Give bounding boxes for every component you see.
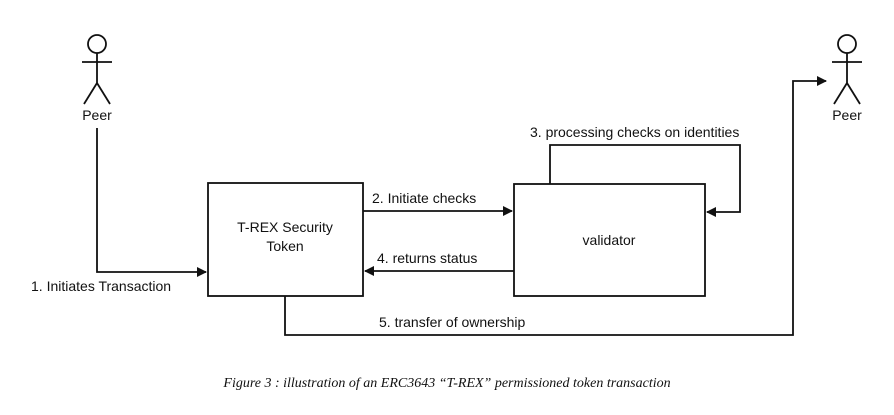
arrow-label-initiate-checks: 2. Initiate checks [372,190,476,206]
peer-right-actor: Peer [832,34,862,123]
trex-token-label-line2: Token [266,238,303,254]
arrow-label-processing-checks: 3. processing checks on identities [530,124,739,140]
peer-left-label: Peer [82,107,112,123]
arrow-returns-status: 4. returns status [364,250,514,276]
stick-figure-icon [832,34,862,105]
arrow-label-transfer-ownership: 5. transfer of ownership [379,314,526,330]
peer-right-label: Peer [832,107,862,123]
arrow-initiates-transaction: 1. Initiates Transaction [31,128,207,294]
arrow-label-returns-status: 4. returns status [377,250,477,266]
trex-token-label-line1: T-REX Security [237,219,333,235]
trex-token-box: T-REX Security Token [207,182,364,297]
peer-left-actor: Peer [82,34,112,123]
stick-figure-icon [82,34,112,105]
arrow-processing-checks: 3. processing checks on identities [530,124,741,217]
arrow-label-initiates-transaction: 1. Initiates Transaction [31,278,171,294]
figure-caption: Figure 3 : illustration of an ERC3643 “T… [222,376,670,391]
arrow-initiate-checks: 2. Initiate checks [363,190,513,216]
validator-label: validator [583,232,636,248]
validator-box: validator [513,183,706,297]
arrow-transfer-ownership: 5. transfer of ownership [284,76,827,336]
